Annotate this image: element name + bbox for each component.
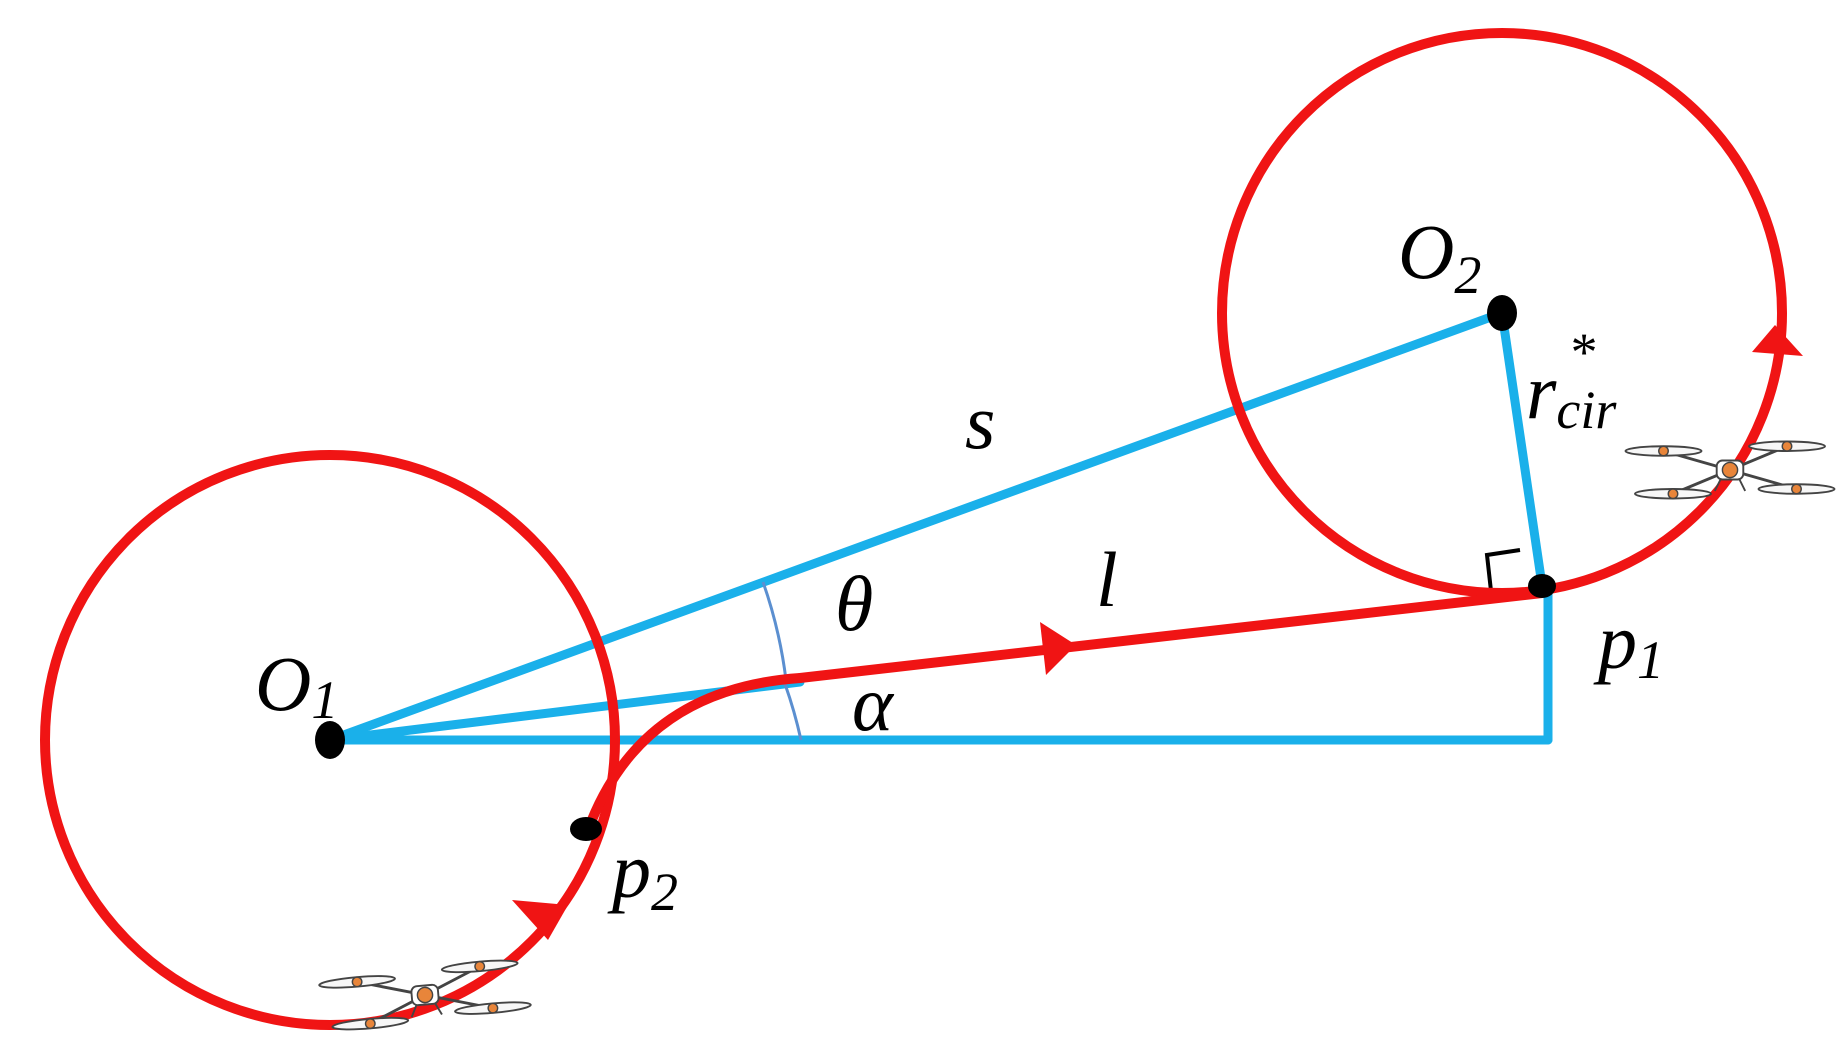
points (315, 295, 1556, 841)
label-r-star: * (1568, 322, 1595, 382)
direction-arrows (512, 325, 1803, 940)
point-p1 (1528, 574, 1556, 598)
label-p1: p1 (1593, 598, 1664, 690)
label-theta: θ (835, 560, 873, 647)
label-r-cir: rcir (1526, 348, 1617, 440)
point-p2 (570, 817, 602, 841)
quadcopter-drone-icon (1624, 440, 1836, 500)
alpha-arc (783, 683, 803, 741)
tangent-line-l (795, 588, 1547, 683)
arrow-on-l (1040, 622, 1076, 675)
arrow-right-circle (1752, 325, 1803, 356)
theta-arc (761, 581, 788, 681)
arrow-left-circle (512, 900, 568, 940)
label-o2: O2 (1398, 208, 1481, 305)
segment-radius (1497, 308, 1547, 590)
quadcopter-drone-icon (316, 956, 534, 1034)
point-o1 (315, 721, 345, 759)
right-angle-marker (1484, 548, 1521, 592)
label-s: s (965, 378, 995, 465)
circle-o1 (40, 450, 620, 1030)
label-o1: O1 (255, 640, 338, 730)
label-alpha: α (852, 660, 895, 747)
point-o2 (1487, 295, 1517, 331)
angle-arcs (761, 581, 803, 741)
transition-arc (583, 673, 805, 835)
segment-s (325, 308, 1507, 745)
label-l: l (1096, 536, 1118, 623)
label-p2: p2 (607, 827, 678, 922)
flight-path (40, 28, 1787, 1030)
